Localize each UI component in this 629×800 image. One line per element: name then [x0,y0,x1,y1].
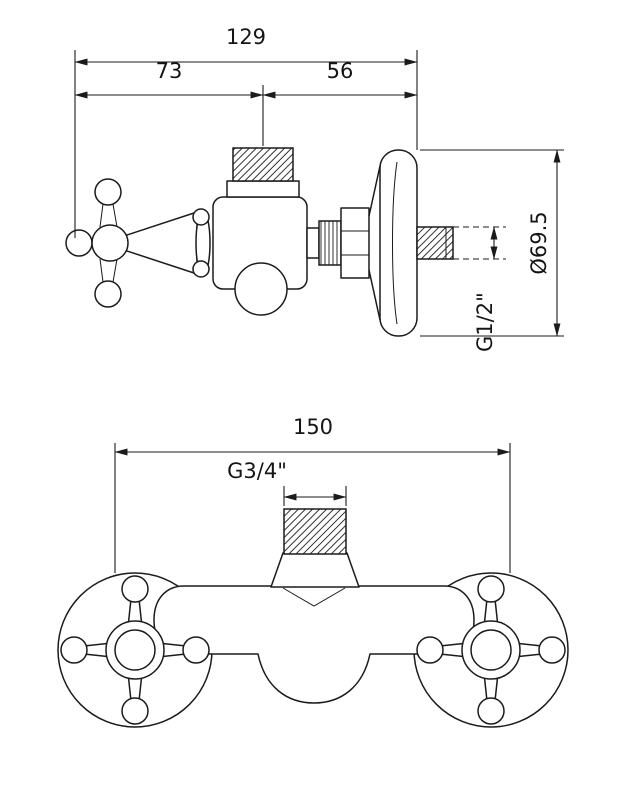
side-view-faucet [65,147,454,337]
handle-hub-inner [114,629,156,671]
handle-hub-inner [470,629,512,671]
handle-ball [477,575,505,603]
hex-nut [340,207,370,279]
pipe [306,227,320,259]
right-cross-handle [416,575,566,725]
top-view: 129 73 56 G1/2" Ø69.5 [65,25,564,352]
handle-hub [91,224,129,262]
handle-ball [416,636,444,664]
dimension-chain-73-56: 73 56 [74,59,418,146]
front-view-faucet [57,508,569,728]
body-knob [234,262,288,316]
handle-ball [121,575,149,603]
dimension-overall-width: 129 [74,25,418,238]
bottom-view: 150 G3/4" [57,415,569,728]
handle-ball [65,229,93,257]
dim-56-label: 56 [327,59,354,83]
dimension-inlet-thread: G1/2" [453,226,506,352]
handle-ball [538,636,566,664]
wall-connection [306,149,454,337]
dimension-centers-distance: 150 [114,415,511,573]
body-spout-detail [282,587,346,607]
outlet-thread [283,508,347,555]
handle-ball [94,280,122,308]
dimension-outlet-thread: G3/4" [227,459,347,506]
cross-handle-side [65,178,211,308]
stem-bead [192,260,210,278]
handle-ball [182,636,210,664]
stem-bead [192,208,210,226]
dim-g34-label: G3/4" [227,459,287,483]
handle-ball [477,697,505,725]
handle-ball [60,636,88,664]
dim-150-label: 150 [293,415,333,439]
handle-ball [94,178,122,206]
outlet-collar [270,552,360,588]
flange-curve [392,161,398,325]
dim-g12-label: G1/2" [473,292,497,352]
thread-hatch [232,147,294,182]
dim-73-label: 73 [156,59,183,83]
dim-diameter-label: Ø69.5 [527,211,551,274]
handle-ball [121,697,149,725]
dim-129-label: 129 [226,25,266,49]
flange-disc [379,149,418,337]
left-cross-handle [60,575,210,725]
thread-nipple [416,226,454,260]
top-outlet-connector [226,147,300,198]
thread-section [318,220,342,266]
handle-stem [123,211,198,275]
dimension-flange-diameter: Ø69.5 [420,149,564,337]
mixer-body [153,585,475,704]
